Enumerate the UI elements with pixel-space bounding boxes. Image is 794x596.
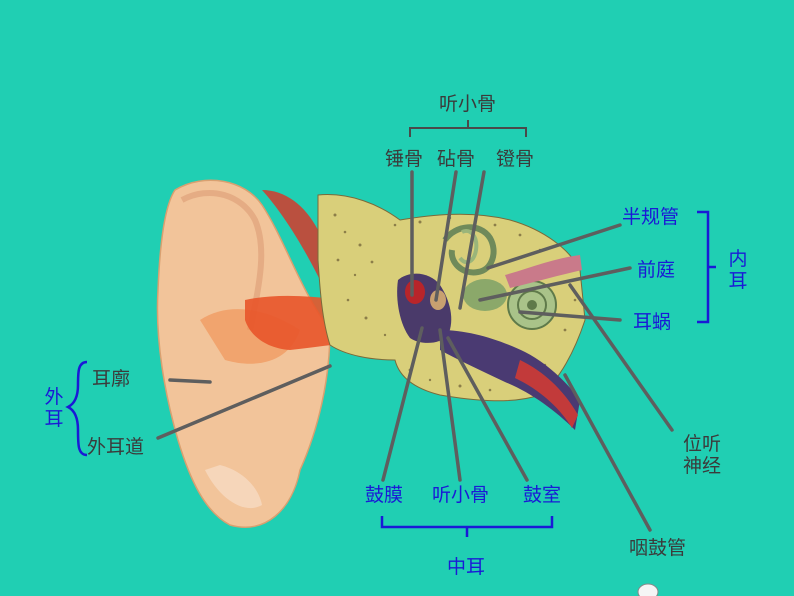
label-cochlea: 耳蜗 [633,311,672,333]
leader-incus [434,170,458,302]
lobule-shading [205,465,262,509]
ear-canal-upper-red [262,190,395,302]
label-incus: 砧骨 [437,148,476,170]
bone-speckles [333,213,577,392]
label-eardrum: 鼓膜 [365,484,404,506]
label-eustachian-tube: 咽鼓管 [629,537,687,559]
bracket-middle-ear [380,516,554,537]
bracket-outer-ear [65,360,88,457]
label-ossicles: 听小骨 [432,484,490,506]
nerve-bundle [505,255,582,288]
label-ossicles-group: 听小骨 [439,93,497,115]
bracket-ossicles-top [409,120,527,137]
cochlea-turn [517,290,547,320]
leader-semicircular [486,223,622,270]
leader-stapes [458,170,486,310]
eustachian-tube-red [515,360,578,428]
label-middle-ear: 中耳 [447,556,486,578]
label-vestibule: 前庭 [637,259,676,281]
cochlea-center [527,300,537,310]
semicircular-canals-inner [458,229,479,265]
leader-ossicles [438,328,462,482]
leader-ear-canal [156,364,332,440]
corner-mark [637,583,659,596]
bracket-inner-ear [697,210,716,324]
label-inner-ear: 内耳 [728,248,748,292]
leader-nerve [568,283,674,432]
leader-auricle [168,378,212,384]
label-auricle: 耳廓 [92,368,131,390]
label-malleus: 锤骨 [385,148,424,170]
leader-lines [156,170,674,532]
auricle-rim [180,189,265,331]
label-semicircular-canals: 半规管 [622,206,680,228]
eustachian-tube-shape [440,330,580,430]
leader-eustachian [563,373,652,532]
label-tympanic-cavity: 鼓室 [523,484,562,506]
leader-eardrum [381,326,424,482]
label-outer-ear: 外耳 [44,386,64,430]
label-stapes: 镫骨 [496,148,535,170]
label-vestibulocochlear-nerve: 位听神经 [682,433,721,477]
vestibule-shape [463,279,507,311]
incus-shape [430,290,446,310]
leader-tympanic [446,336,529,482]
leader-cochlea [518,310,622,322]
semicircular-canals-shape [442,224,497,276]
leader-vestibule [478,266,632,302]
ossicle-shape [405,280,425,304]
label-ear-canal: 外耳道 [87,436,145,458]
